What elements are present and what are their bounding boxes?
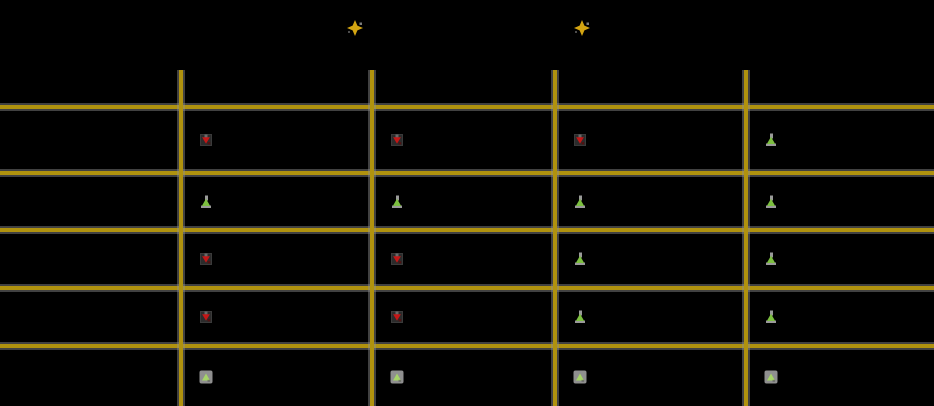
cell-r2-c5 bbox=[748, 175, 934, 228]
trend-up-icon bbox=[764, 310, 778, 324]
grid-vline bbox=[744, 70, 748, 406]
cell-r2-c4 bbox=[557, 175, 744, 228]
cell-r4-c2 bbox=[183, 290, 370, 344]
trend-down-icon bbox=[199, 133, 213, 147]
trend-up-icon bbox=[764, 133, 778, 147]
star-icon bbox=[573, 19, 591, 37]
grid-hline bbox=[0, 286, 934, 290]
trend-up-icon bbox=[764, 252, 778, 266]
cell-r5-c4 bbox=[557, 348, 744, 406]
grid-vline bbox=[179, 70, 183, 406]
up-button-icon bbox=[199, 370, 213, 384]
grid-vline bbox=[370, 70, 374, 406]
cell-r4-c3 bbox=[374, 290, 553, 344]
trend-down-icon bbox=[390, 252, 404, 266]
cell-r1-c4 bbox=[557, 109, 744, 171]
up-button-icon bbox=[390, 370, 404, 384]
grid-hline bbox=[0, 105, 934, 109]
cell-r1-c1 bbox=[0, 109, 179, 171]
cell-r2-c3 bbox=[374, 175, 553, 228]
trend-down-icon bbox=[573, 133, 587, 147]
trend-down-icon bbox=[199, 310, 213, 324]
cell-r5-c5 bbox=[748, 348, 934, 406]
trend-up-icon bbox=[573, 252, 587, 266]
header-cell-c3 bbox=[374, 70, 553, 105]
cell-r2-c1 bbox=[0, 175, 179, 228]
cell-r5-c2 bbox=[183, 348, 370, 406]
up-button-icon bbox=[764, 370, 778, 384]
trend-up-icon bbox=[199, 195, 213, 209]
cell-r1-c5 bbox=[748, 109, 934, 171]
trend-down-icon bbox=[390, 133, 404, 147]
cell-r3-c2 bbox=[183, 232, 370, 286]
cell-r4-c1 bbox=[0, 290, 179, 344]
grid-hline bbox=[0, 228, 934, 232]
trend-down-icon bbox=[390, 310, 404, 324]
cell-r5-c3 bbox=[374, 348, 553, 406]
trend-down-icon bbox=[199, 252, 213, 266]
grid-hline bbox=[0, 344, 934, 348]
star-icon bbox=[346, 19, 364, 37]
trend-up-icon bbox=[573, 310, 587, 324]
header-cell-c2 bbox=[183, 70, 370, 105]
trend-up-icon bbox=[764, 195, 778, 209]
grid-vline bbox=[553, 70, 557, 406]
cell-r3-c5 bbox=[748, 232, 934, 286]
header-cell-c5 bbox=[748, 70, 934, 105]
cell-r1-c3 bbox=[374, 109, 553, 171]
cell-r3-c4 bbox=[557, 232, 744, 286]
header-cell-c4 bbox=[557, 70, 744, 105]
trend-up-icon bbox=[573, 195, 587, 209]
cell-r3-c1 bbox=[0, 232, 179, 286]
grid-hline bbox=[0, 171, 934, 175]
cell-r4-c5 bbox=[748, 290, 934, 344]
trend-up-icon bbox=[390, 195, 404, 209]
cell-r2-c2 bbox=[183, 175, 370, 228]
cell-r5-c1 bbox=[0, 348, 179, 406]
up-button-icon bbox=[573, 370, 587, 384]
cell-r1-c2 bbox=[183, 109, 370, 171]
header-cell-c1 bbox=[0, 70, 179, 105]
cell-r4-c4 bbox=[557, 290, 744, 344]
cell-r3-c3 bbox=[374, 232, 553, 286]
